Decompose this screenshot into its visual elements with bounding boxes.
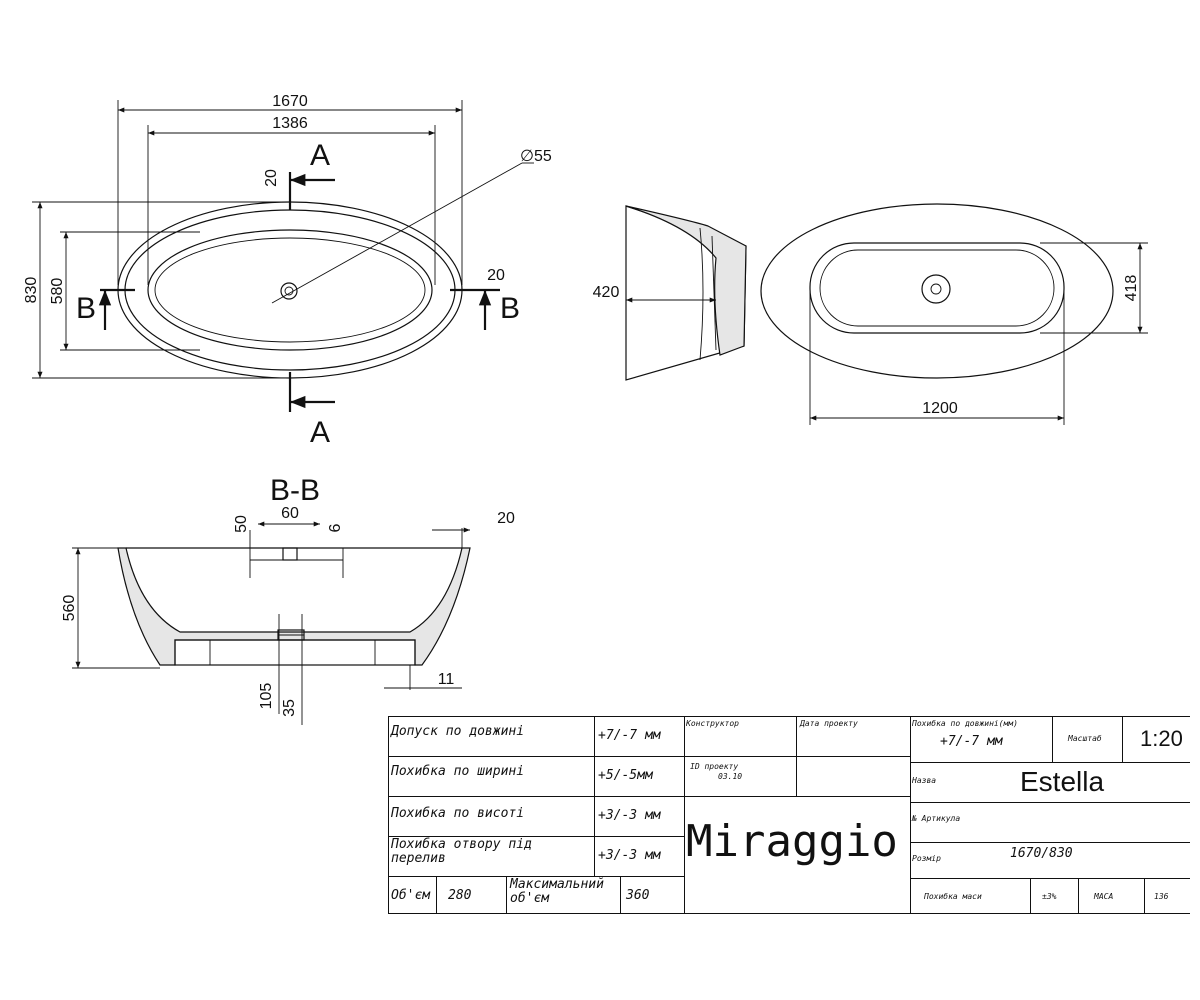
dim-overflow-depth: 50: [233, 515, 250, 533]
project-id-value: 03.10: [718, 772, 743, 781]
max-volume-value: 360: [626, 888, 650, 903]
dim-base-inset: 11: [438, 671, 455, 688]
title-block: Допуск по довжині +7/-7 мм Похибка по ши…: [388, 716, 1190, 914]
scale-label: Масштаб: [1068, 734, 1102, 743]
brand-logo: Miraggio: [686, 816, 898, 867]
dim-1386: 1386: [272, 115, 308, 132]
section-bb-shell: [117, 547, 471, 666]
size-label: Розмір: [912, 854, 941, 863]
dim-overflow-gap: 6: [327, 523, 344, 532]
volume-label: Об'єм: [391, 888, 431, 903]
length-tolerance-value: +7/-7 мм: [940, 734, 1003, 749]
tol-row-overflow-label: Похибка отвору під перелив: [391, 837, 532, 866]
tol-row-overflow-value: +3/-3 мм: [598, 848, 661, 863]
basin-drain-outer: [921, 274, 951, 304]
dim-560: 560: [61, 595, 78, 622]
basin-inner: [809, 242, 1065, 334]
dim-rim-top: 20: [263, 169, 280, 187]
max-volume-label: Максимальний об'єм: [510, 877, 604, 906]
dim-drain-height: 35: [281, 699, 298, 717]
dim-rim-side: 20: [487, 267, 505, 284]
dim-drain-diameter: ∅55: [520, 148, 552, 165]
tol-row-width-label: Похибка по ширині: [391, 764, 525, 779]
name-value: Estella: [1020, 766, 1105, 797]
dim-420: 420: [593, 284, 620, 301]
tub-rim-inner: [124, 209, 456, 371]
dim-1200: 1200: [922, 400, 958, 417]
basin-view: 418 1200: [760, 203, 1148, 425]
dim-base-height: 105: [258, 683, 275, 710]
project-id-label: ID проекту: [690, 762, 739, 771]
section-bb: B-B 560 60 50 6 20 105 35: [61, 474, 515, 725]
basin-inner-floor: [819, 249, 1055, 327]
dim-580: 580: [49, 278, 66, 305]
top-view: 1670 1386 ∅55 830 580 A 20 A B B 20: [23, 93, 552, 449]
basin-outer: [760, 203, 1114, 379]
tol-row-width-value: +5/-5мм: [598, 768, 653, 783]
drain-outer: [280, 282, 298, 300]
tol-row-length-value: +7/-7 мм: [598, 728, 661, 743]
basin-drain-inner: [930, 283, 942, 295]
drain-leader: [271, 162, 523, 304]
mass-label: МАСА: [1094, 892, 1114, 901]
mass-tolerance-label: Похибка маси: [924, 892, 982, 901]
side-view: 420: [593, 205, 747, 381]
tub-outer-rim: [117, 201, 463, 379]
tub-basin-floor: [154, 237, 426, 343]
dim-830: 830: [23, 277, 40, 304]
mass-value: 136: [1154, 892, 1169, 901]
section-a-bottom-label: A: [310, 416, 330, 449]
tol-row-length-label: Допуск по довжині: [391, 724, 525, 739]
section-b-right-label: B: [500, 292, 520, 325]
dim-1670: 1670: [272, 93, 308, 110]
volume-value: 280: [448, 888, 472, 903]
scale-value: 1:20: [1140, 726, 1183, 751]
size-value: 1670/830: [1010, 846, 1073, 861]
name-label: Назва: [912, 776, 937, 785]
section-bb-overflow: [282, 547, 298, 561]
length-tolerance-label: Похибка по довжині(мм): [912, 719, 1018, 728]
tol-row-height-value: +3/-3 мм: [598, 808, 661, 823]
side-view-shell: [625, 205, 747, 356]
mass-tolerance-value: ±3%: [1042, 892, 1057, 901]
dim-overflow-width: 60: [281, 505, 299, 522]
section-b-left-label: B: [76, 292, 96, 325]
constructor-label: Конструктор: [686, 719, 739, 728]
tub-basin: [147, 229, 433, 351]
dim-bb-rim: 20: [497, 510, 515, 527]
section-bb-base: [174, 639, 416, 666]
section-a-top-label: A: [310, 139, 330, 172]
project-date-label: Дата проекту: [800, 719, 858, 728]
dim-418: 418: [1123, 275, 1140, 302]
section-bb-title: B-B: [270, 474, 320, 507]
article-label: № Артикула: [912, 814, 961, 823]
tol-row-height-label: Похибка по висоті: [391, 806, 525, 821]
